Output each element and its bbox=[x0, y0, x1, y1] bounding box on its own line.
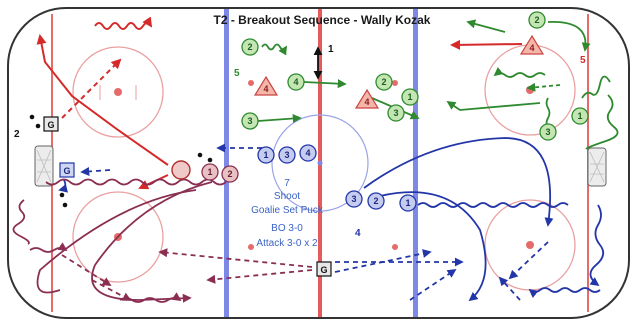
blue-skater: 2 bbox=[367, 192, 385, 210]
section-number: 2 bbox=[14, 129, 20, 140]
green-skater: 3 bbox=[539, 123, 557, 141]
green-skater: 2 bbox=[375, 73, 393, 91]
green-coach: 4 bbox=[519, 34, 545, 55]
maroon-skater: 2 bbox=[221, 165, 239, 183]
svg-text:G: G bbox=[63, 166, 70, 176]
svg-text:4: 4 bbox=[263, 84, 268, 94]
svg-text:1: 1 bbox=[407, 92, 412, 102]
blue-drill-paths bbox=[58, 137, 605, 302]
svg-text:3: 3 bbox=[247, 116, 252, 126]
center-faceoff-dot bbox=[317, 160, 323, 166]
svg-text:2: 2 bbox=[227, 169, 232, 179]
svg-text:2: 2 bbox=[381, 77, 386, 87]
green-coach: 4 bbox=[253, 75, 279, 96]
section-number: 4 bbox=[355, 228, 361, 239]
blue-line-left bbox=[224, 9, 229, 317]
green-skater: 1 bbox=[571, 107, 589, 125]
diagram-title: T2 - Breakout Sequence - Wally Kozak bbox=[214, 13, 431, 27]
faceoff-circle-top-left bbox=[72, 46, 164, 138]
goalie: G bbox=[59, 162, 75, 178]
green-skater: 2 bbox=[241, 38, 259, 56]
svg-text:3: 3 bbox=[545, 127, 550, 137]
svg-text:2: 2 bbox=[373, 196, 378, 206]
goalie: G bbox=[43, 116, 59, 132]
maroon-drill-paths bbox=[12, 178, 313, 303]
green-skater: 3 bbox=[241, 112, 259, 130]
section-number: 5 bbox=[580, 55, 586, 66]
neutral-dot bbox=[392, 80, 398, 86]
goalie: G bbox=[316, 261, 332, 277]
blue-skater: 1 bbox=[257, 146, 275, 164]
neutral-dot bbox=[248, 244, 254, 250]
section-number: 1 bbox=[328, 44, 334, 55]
green-skater: 4 bbox=[287, 73, 305, 91]
green-coach: 4 bbox=[354, 88, 380, 109]
net-right bbox=[587, 147, 607, 187]
svg-text:4: 4 bbox=[364, 97, 369, 107]
note-line: Shoot bbox=[274, 191, 300, 202]
svg-text:1: 1 bbox=[263, 150, 268, 160]
svg-text:4: 4 bbox=[293, 77, 298, 87]
section-number: 5 bbox=[234, 68, 240, 79]
net-left bbox=[34, 145, 54, 187]
neutral-dot bbox=[392, 244, 398, 250]
svg-text:G: G bbox=[47, 120, 54, 130]
svg-text:4: 4 bbox=[305, 148, 310, 158]
svg-text:2: 2 bbox=[247, 42, 252, 52]
pucks bbox=[29, 114, 213, 208]
svg-text:G: G bbox=[320, 265, 327, 275]
center-faceoff-circle bbox=[271, 114, 369, 212]
section-7-notes: 7 Shoot Goalie Set Puck BO 3-0 Attack 3-… bbox=[251, 178, 324, 249]
note-line: Goalie Set Puck bbox=[251, 205, 324, 216]
green-skater: 1 bbox=[401, 88, 419, 106]
svg-text:1: 1 bbox=[207, 167, 212, 177]
svg-text:1: 1 bbox=[405, 198, 410, 208]
blue-line-right bbox=[413, 9, 418, 317]
blue-skater: 4 bbox=[299, 144, 317, 162]
green-skater: 2 bbox=[528, 11, 546, 29]
note-line: BO 3-0 bbox=[271, 223, 303, 234]
svg-text:3: 3 bbox=[351, 194, 356, 204]
blue-skater: 3 bbox=[278, 146, 296, 164]
svg-text:4: 4 bbox=[529, 43, 534, 53]
green-skater: 3 bbox=[387, 104, 405, 122]
maroon-skater: 1 bbox=[201, 163, 219, 181]
svg-text:3: 3 bbox=[393, 108, 398, 118]
red-skater bbox=[171, 160, 191, 180]
blue-skater: 3 bbox=[345, 190, 363, 208]
svg-text:1: 1 bbox=[577, 111, 582, 121]
svg-text:2: 2 bbox=[534, 15, 539, 25]
svg-text:3: 3 bbox=[284, 150, 289, 160]
neutral-dot bbox=[248, 80, 254, 86]
red-pass-right bbox=[450, 39, 523, 50]
section-number: 7 bbox=[284, 178, 290, 189]
note-line: Attack 3-0 x 2 bbox=[256, 238, 318, 249]
blue-skater: 1 bbox=[399, 194, 417, 212]
